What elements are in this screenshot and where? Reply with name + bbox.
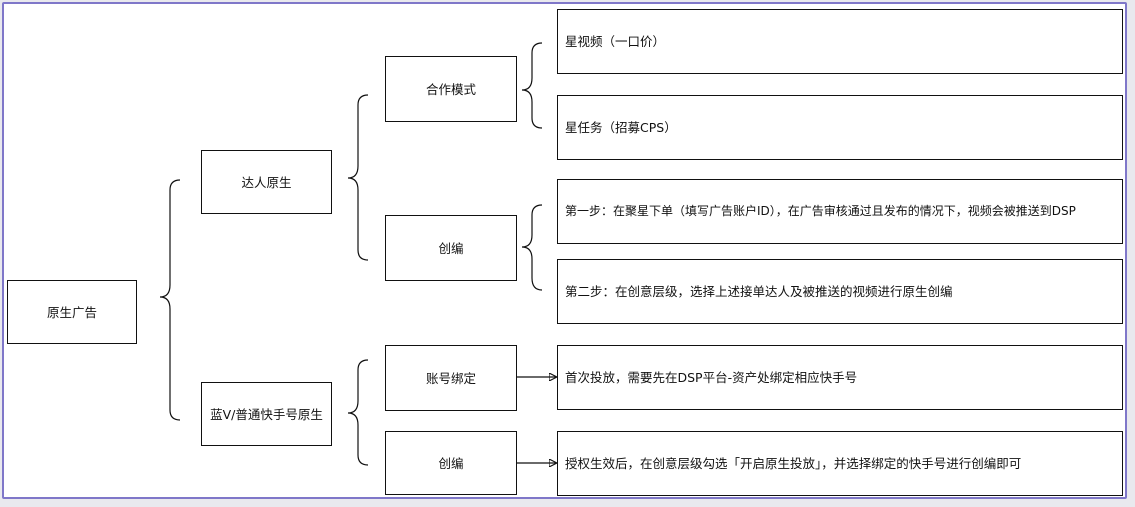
leaf-first-delivery: 首次投放，需要先在DSP平台-资产处绑定相应快手号 bbox=[557, 345, 1123, 410]
leaf-step-two: 第二步：在创意层级，选择上述接单达人及被推送的视频进行原生创编 bbox=[557, 259, 1123, 324]
node-cooperation-mode: 合作模式 bbox=[385, 56, 517, 122]
node-kuaishou-native: 蓝V/普通快手号原生 bbox=[201, 382, 332, 446]
leaf-star-task: 星任务（招募CPS） bbox=[557, 95, 1123, 160]
node-talent-native: 达人原生 bbox=[201, 150, 332, 214]
leaf-star-video: 星视频（一口价） bbox=[557, 9, 1123, 74]
diagram-frame bbox=[2, 2, 1127, 499]
node-native-ads: 原生广告 bbox=[7, 280, 137, 344]
node-account-binding: 账号绑定 bbox=[385, 345, 517, 411]
node-creative-kuaishou: 创编 bbox=[385, 431, 517, 495]
leaf-authorization: 授权生效后，在创意层级勾选「开启原生投放」，并选择绑定的快手号进行创编即可 bbox=[557, 431, 1123, 496]
node-creative-talent: 创编 bbox=[385, 215, 517, 281]
leaf-step-one: 第一步：在聚星下单（填写广告账户ID），在广告审核通过且发布的情况下，视频会被推… bbox=[557, 179, 1123, 244]
